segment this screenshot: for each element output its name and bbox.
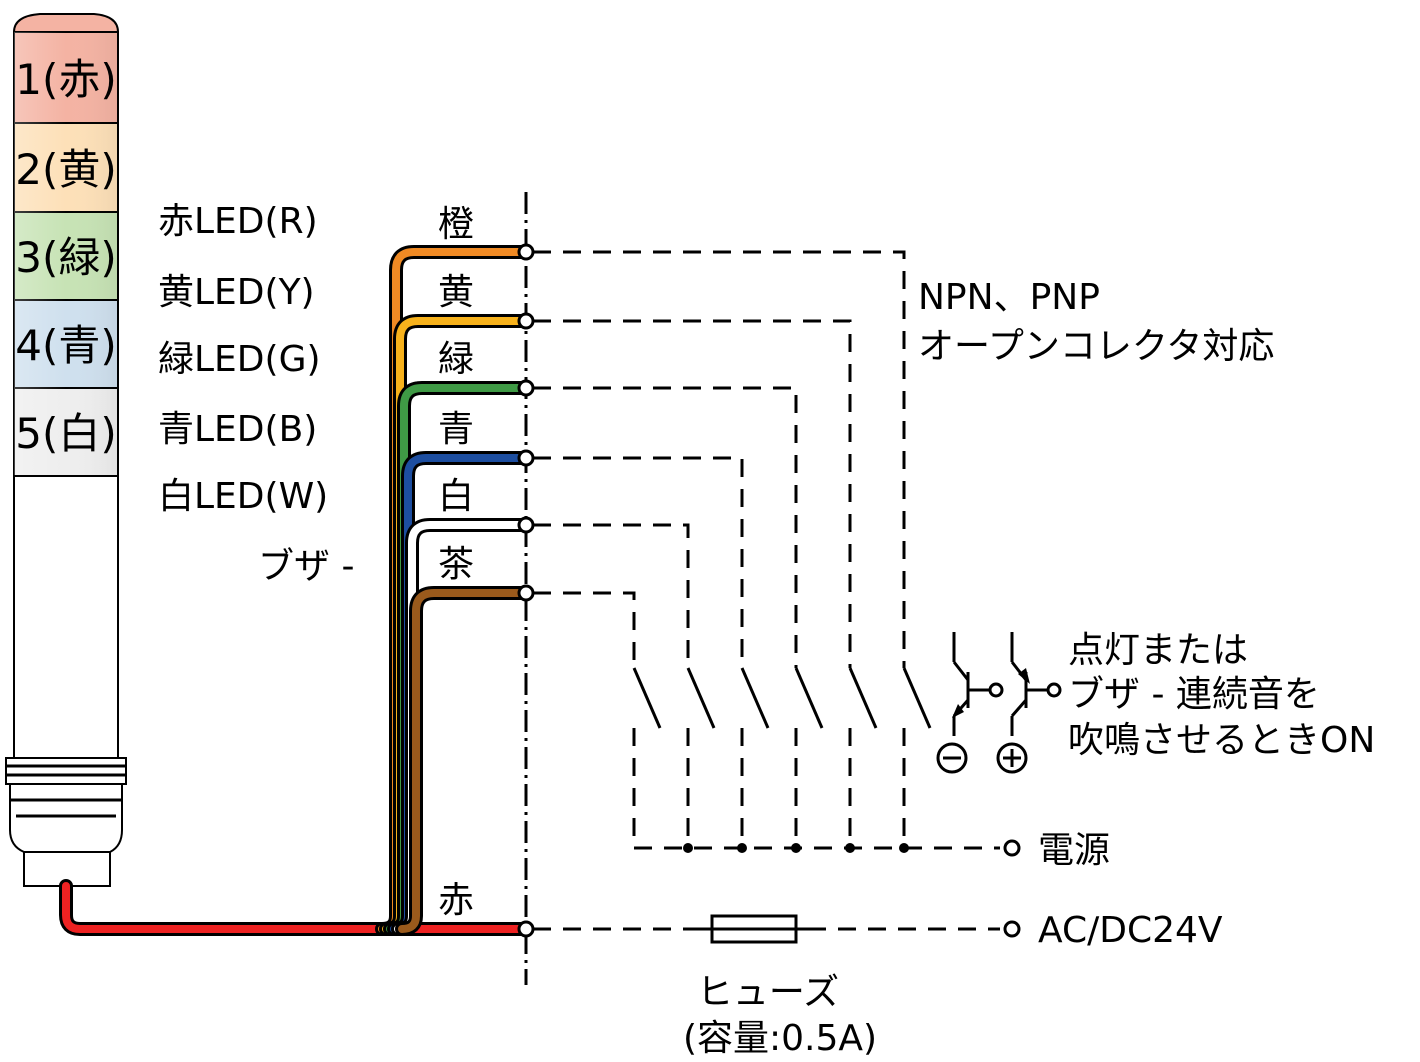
signal-label: 黄LED(Y) (158, 272, 315, 313)
tier-label: 5(白) (15, 409, 117, 458)
minus-icon (936, 742, 968, 774)
supply-label: AC/DC24V (1038, 910, 1223, 951)
signal-labels: 赤LED(R) 黄LED(Y) 緑LED(G) 青LED(B) 白LED(W) … (158, 201, 354, 587)
on-note-line3: 吹鳴させるときON (1068, 720, 1375, 761)
terminal-point (517, 449, 535, 467)
wire-label: 茶 (438, 544, 474, 585)
tier-label: 4(青) (15, 321, 117, 370)
wire-red-common (62, 882, 530, 933)
collector-note-line1: NPN、PNP (918, 277, 1100, 318)
switch-contact (632, 667, 662, 729)
tier-label: 2(黄) (15, 145, 117, 194)
fuse-label: ヒューズ (697, 972, 839, 1013)
power-terminal (1003, 839, 1021, 857)
npn-transistor-icon (952, 632, 1004, 736)
tower-body (13, 475, 119, 759)
tower-cap (12, 13, 120, 33)
switch-contact (848, 667, 878, 729)
switch-contact (740, 667, 770, 729)
terminal-point (517, 379, 535, 397)
on-note-line1: 点灯または (1068, 630, 1248, 671)
signal-tower: 1(赤) 2(黄) 3(緑) 4(青) 5(白) (5, 13, 127, 887)
wire-label: 青 (438, 409, 474, 450)
wire-label: 赤 (438, 880, 474, 921)
tower-base (9, 783, 123, 853)
terminal-point (517, 920, 535, 938)
wire-label: 黄 (438, 272, 474, 313)
wire-label: 緑 (438, 339, 474, 380)
signal-label: 緑LED(G) (158, 339, 321, 380)
on-note-line2: ブザ - 連続音を (1068, 674, 1320, 715)
terminal-point (517, 312, 535, 330)
switch-contact (794, 667, 824, 729)
annotations: NPN、PNP オープンコレクタ対応 点灯または ブザ - 連続音を 吹鳴させる… (683, 277, 1375, 1059)
cable-bundle (59, 245, 533, 936)
signal-label: 赤LED(R) (158, 201, 318, 242)
signal-label: 青LED(B) (158, 409, 317, 450)
wire-labels: 橙 黄 緑 青 白 茶 赤 (438, 204, 474, 921)
signal-label: ブザ - (258, 546, 354, 587)
switch-contact (902, 667, 932, 729)
wire-label: 橙 (438, 204, 474, 245)
tier-label: 1(赤) (15, 55, 117, 104)
fuse-capacity: (容量:0.5A) (683, 1018, 877, 1059)
switch-contact (686, 667, 716, 729)
plus-icon (996, 742, 1028, 774)
terminal-point (517, 584, 535, 602)
tower-base-ring (5, 757, 127, 785)
terminals (517, 243, 535, 938)
power-label: 電源 (1038, 830, 1110, 871)
wire-label: 白 (438, 476, 474, 517)
pnp-transistor-icon (1010, 632, 1062, 736)
collector-note-line2: オープンコレクタ対応 (918, 326, 1274, 367)
transistor-symbols (936, 632, 1062, 774)
tier-label: 3(緑) (15, 233, 117, 282)
terminal-point (517, 516, 535, 534)
switch-circuits (533, 250, 1021, 944)
supply-terminal (1003, 920, 1021, 938)
wire-brown (398, 589, 530, 933)
terminal-point (517, 243, 535, 261)
signal-label: 白LED(W) (158, 476, 328, 517)
